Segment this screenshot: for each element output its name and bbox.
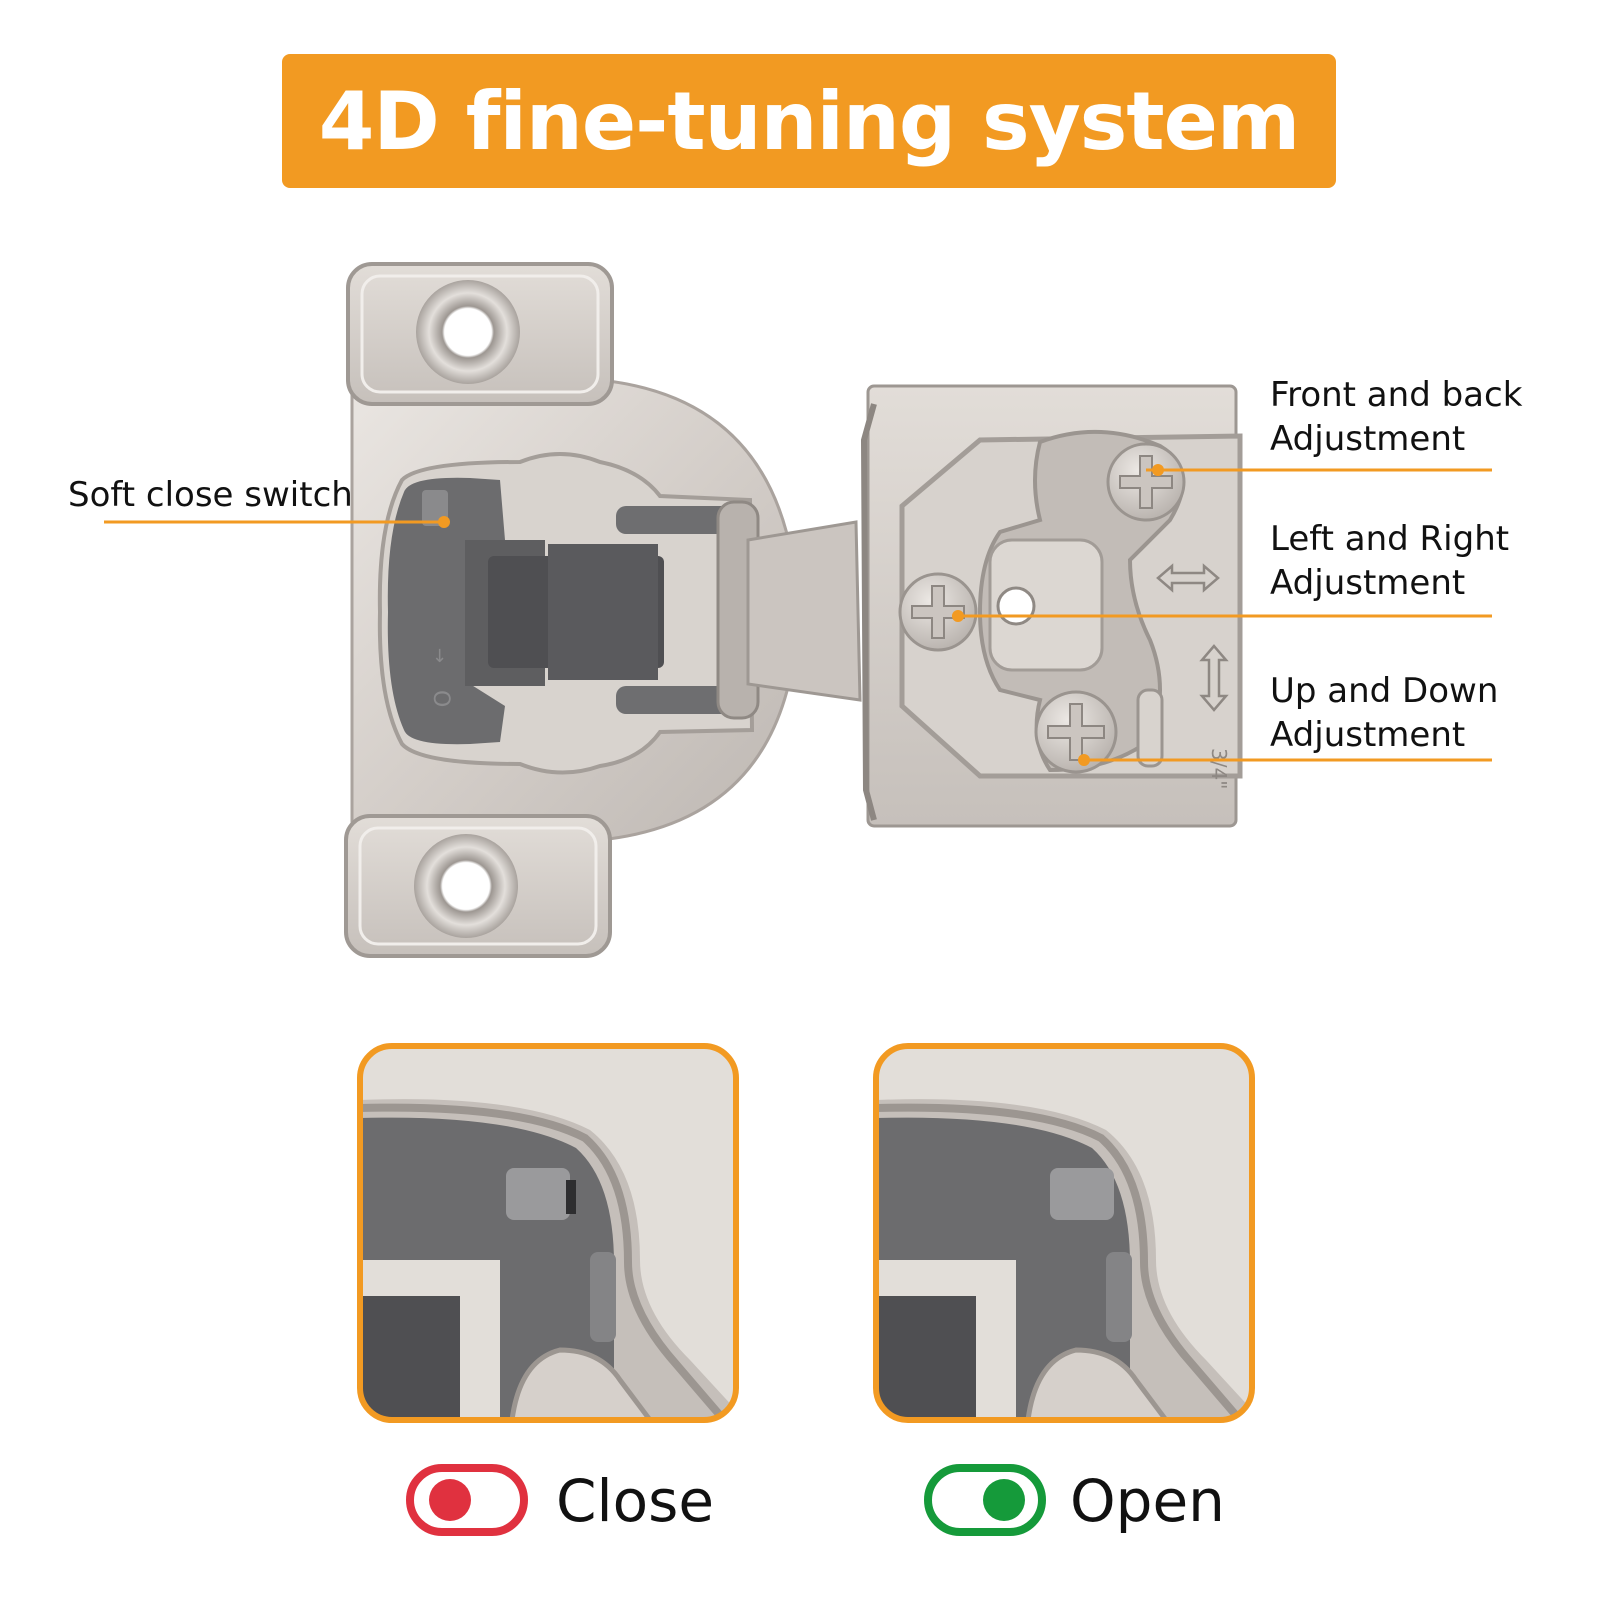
- vertical-arrow-icon: [1199, 644, 1229, 712]
- left-right-label-line1: Left and Right: [1270, 519, 1510, 559]
- front-back-label-line2: Adjustment: [1270, 419, 1466, 459]
- soft-close-damper: O ↓: [387, 477, 664, 745]
- front-back-screw-icon: [1106, 442, 1186, 522]
- horizontal-arrow-icon: [1156, 563, 1220, 593]
- svg-text:3/4": 3/4": [1207, 748, 1231, 789]
- toggle-off-icon: [406, 1464, 528, 1536]
- callout-dot: [1078, 754, 1090, 766]
- up-down-label-line2: Adjustment: [1270, 715, 1466, 755]
- left-right-label-line2: Adjustment: [1270, 563, 1466, 603]
- callout-dot: [1152, 464, 1164, 476]
- detail-close-panel: [357, 1043, 739, 1423]
- callout-lines: [104, 468, 1492, 762]
- screw-hole-icon: [416, 280, 520, 384]
- front-back-label-line1: Front and back: [1270, 375, 1523, 415]
- banner-title: 4D fine-tuning system: [318, 74, 1300, 168]
- screw-hole-icon: [414, 834, 518, 938]
- up-down-screw-icon: [1034, 690, 1118, 774]
- svg-text:O: O: [428, 690, 453, 707]
- svg-text:↓: ↓: [432, 646, 447, 667]
- soft-close-label: Soft close switch: [68, 475, 353, 515]
- detail-open-panel: [873, 1043, 1255, 1423]
- title-banner: 4D fine-tuning system: [282, 54, 1336, 188]
- callout-dot: [952, 610, 964, 622]
- open-state-label: Open: [1070, 1467, 1225, 1535]
- toggle-on-icon: [924, 1464, 1046, 1536]
- hinge-arm: 3/4": [860, 384, 1243, 828]
- up-down-label-line1: Up and Down: [1270, 671, 1499, 711]
- callout-dot: [438, 516, 450, 528]
- close-state-label: Close: [556, 1467, 714, 1535]
- left-right-screw-icon: [898, 572, 978, 652]
